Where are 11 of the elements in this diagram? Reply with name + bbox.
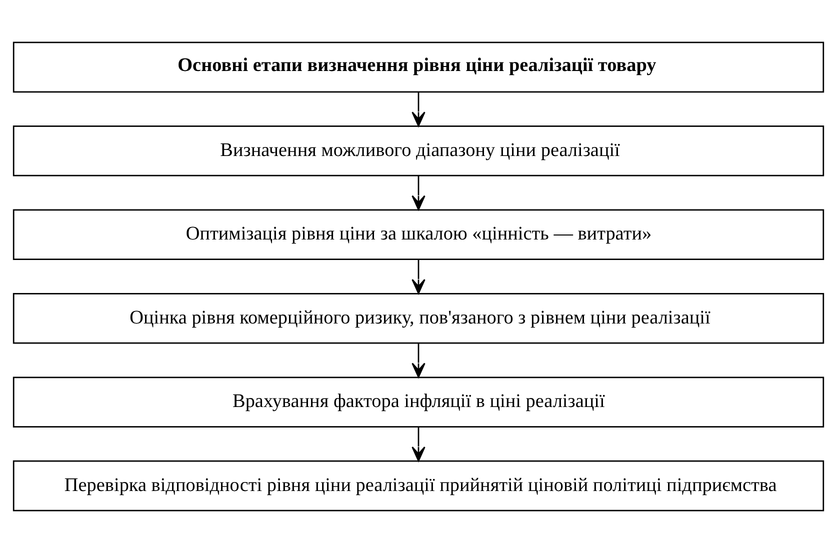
node-box: Визначення можливого діапазону ціни реалізації	[12, 126, 824, 176]
node-box: Перевірка відповідності рівня ціни реалізації прийнятій ціновій політиці підприємства	[12, 460, 824, 512]
node-box: Оптимізація рівня ціни за шкалою «цінність — витрати»	[12, 209, 824, 260]
node-box: Оцінка рівня комерційного ризику, пов'язаного з рівнем ціни реалізації	[12, 292, 824, 344]
arrow	[412, 259, 426, 294]
arrow	[412, 92, 426, 127]
arrow	[412, 343, 426, 378]
node-box: Основні етапи визначення рівня ціни реалізації товару	[12, 42, 824, 93]
arrow	[412, 176, 426, 210]
arrow	[412, 426, 426, 462]
node-box: Врахування фактора інфляції в ціні реалізації	[12, 376, 824, 428]
